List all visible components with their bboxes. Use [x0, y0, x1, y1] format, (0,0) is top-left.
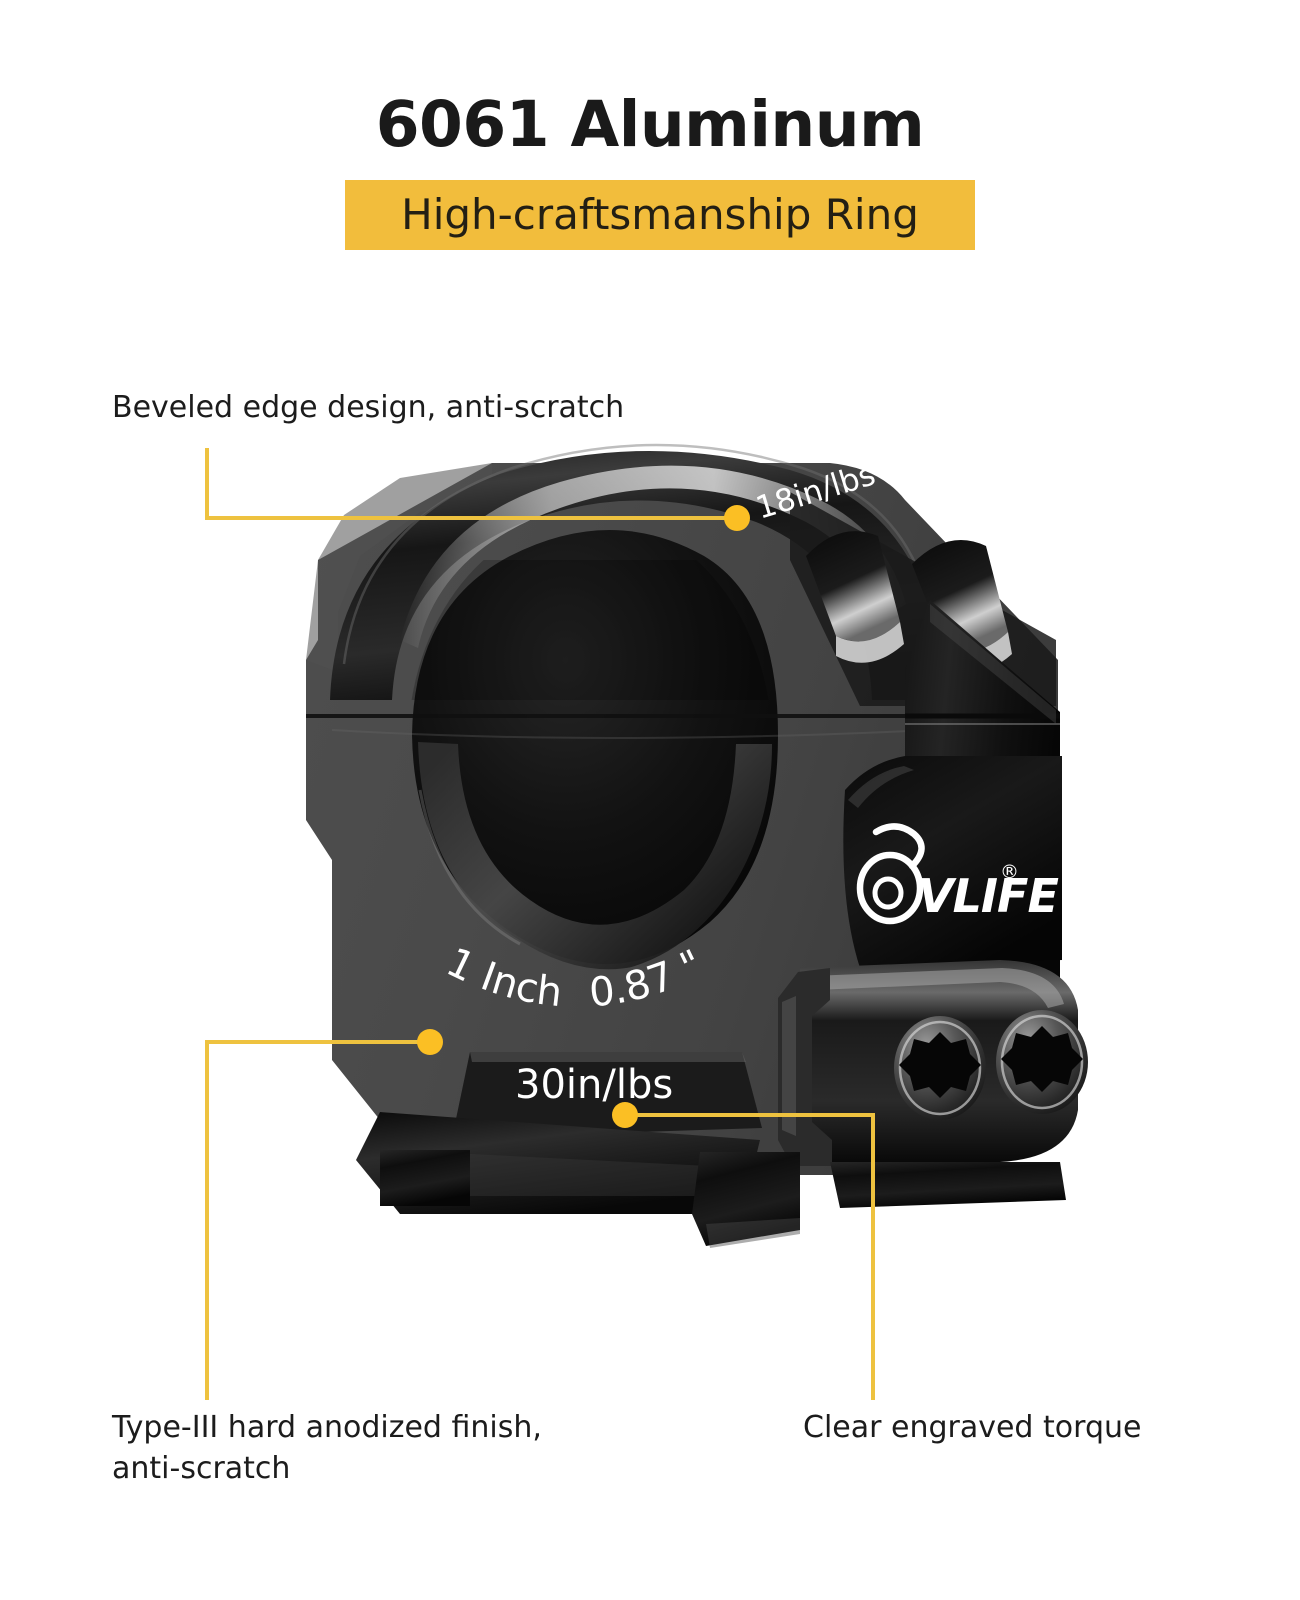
callout-dot-anodized-finish [417, 1029, 443, 1055]
callout-label-engraved-torque: Clear engraved torque [803, 1410, 1142, 1445]
callout-dot-engraved-torque [612, 1102, 638, 1128]
callout-label-anodized-finish: Type-III hard anodized finish, anti-scra… [112, 1410, 542, 1486]
callout-line-anodized-finish [205, 1029, 443, 1400]
page-title: 6061 Aluminum [375, 88, 925, 161]
subtitle-band [345, 180, 975, 250]
callout-line-engraved-torque [612, 1102, 875, 1400]
callout-dot-beveled-edge [724, 505, 750, 531]
page-subtitle: High-craftsmanship Ring [401, 190, 919, 239]
callout-label-beveled-edge: Beveled edge design, anti-scratch [112, 390, 625, 425]
header: 6061 Aluminum High-craftsmanship Ring [0, 0, 1300, 300]
callout-line-beveled-edge [205, 448, 750, 531]
